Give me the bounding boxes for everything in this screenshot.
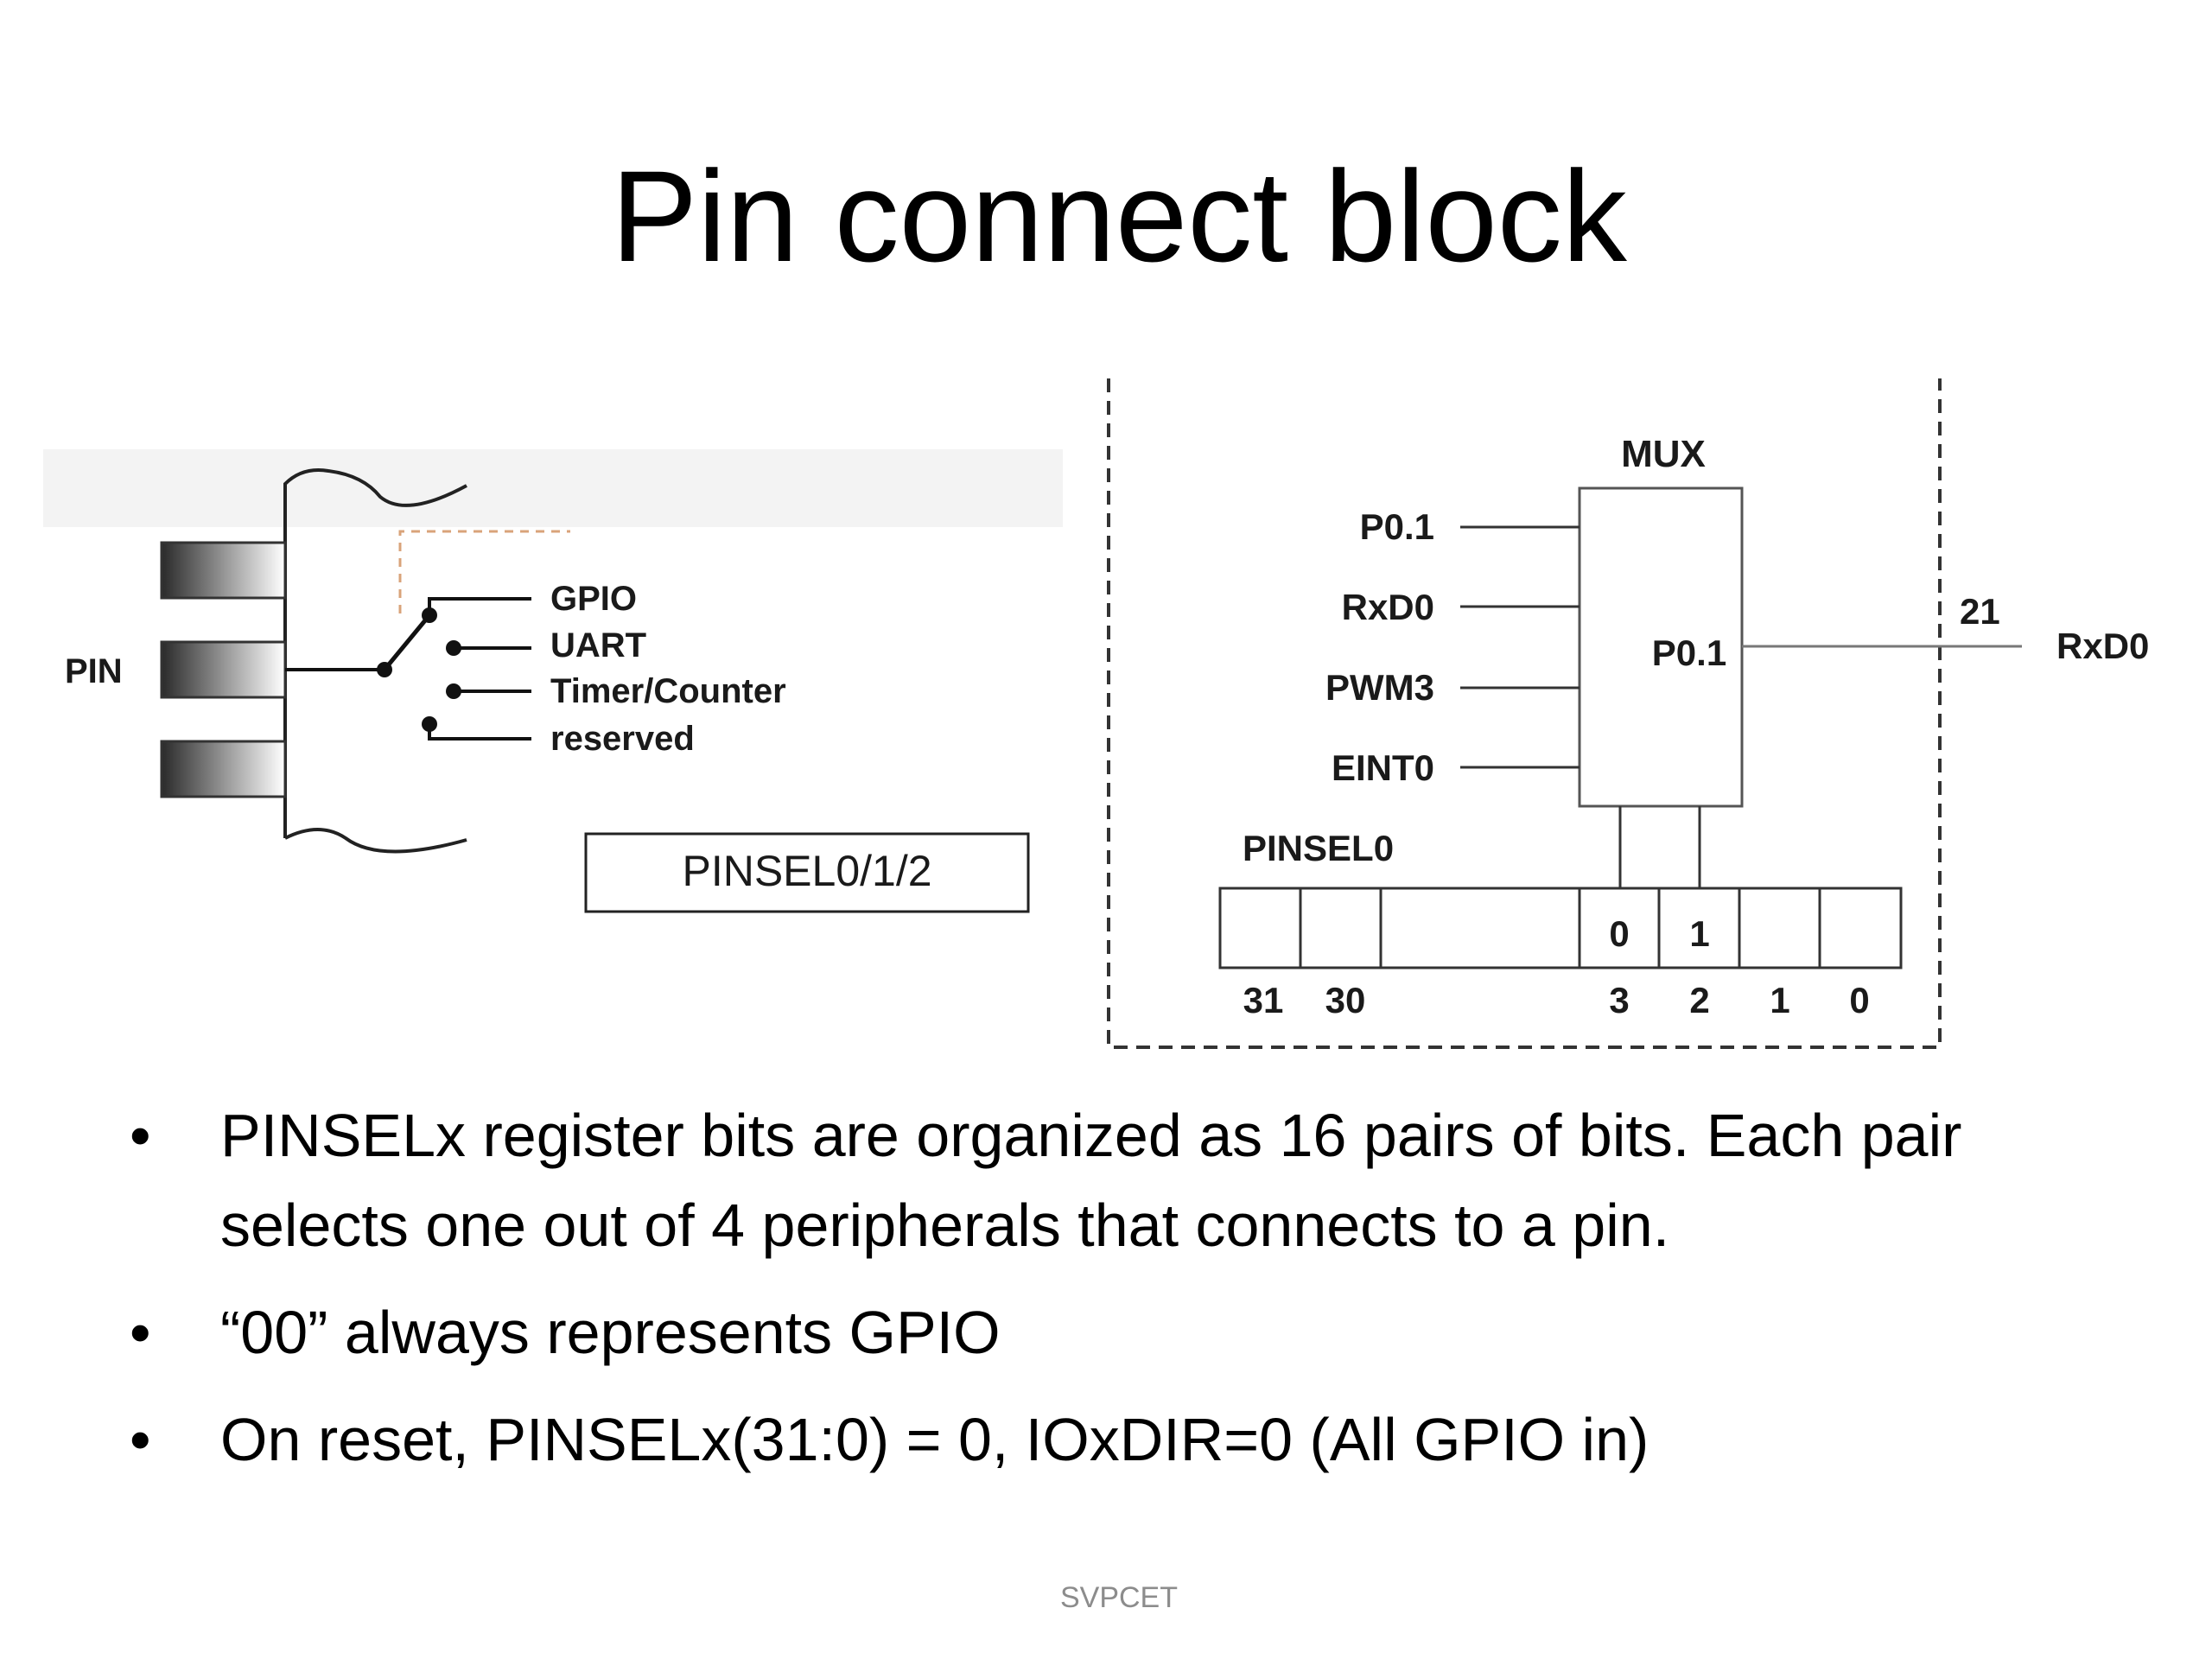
switch-option-uart: UART (550, 626, 646, 664)
right-diagram: MUX P0.1 RxD0 PWM3 EINT0 P0.1 21 RxD0 PI… (1107, 378, 2149, 1049)
register-box (584, 832, 1030, 913)
bullet-text: On reset, PINSELx(31:0) = 0, IOxDIR=0 (A… (220, 1406, 1649, 1473)
pin-bottom (160, 740, 287, 798)
input-eint0: EINT0 (1332, 747, 1434, 788)
input-pwm3: PWM3 (1325, 667, 1434, 708)
left-diagram: PIN GPIO UART Timer/Counter reserved PIN… (43, 449, 1063, 913)
switch-option-timer: Timer/Counter (550, 672, 786, 710)
bit-number-0: 0 (1849, 980, 1869, 1020)
watermark-band (43, 449, 1063, 527)
bullet-dot: • (130, 1299, 151, 1366)
dashed-link (398, 530, 570, 613)
mux-output-label: P0.1 (1652, 632, 1726, 673)
switch-option-reserved: reserved (550, 720, 695, 758)
output-signal: RxD0 (2056, 626, 2149, 666)
register-label: PINSEL0 (1243, 828, 1394, 868)
bit-number-3: 3 (1609, 980, 1629, 1020)
pin-middle (160, 640, 287, 699)
switch-option-gpio: GPIO (550, 580, 637, 618)
mux-label: MUX (1621, 433, 1706, 475)
mux-box (1578, 486, 1744, 808)
bullet-text: “00” always represents GPIO (220, 1299, 1001, 1366)
footer: SVPCET (1059, 1581, 1179, 1614)
pin-label: PIN (65, 652, 123, 690)
output-number: 21 (1960, 591, 2000, 632)
bullet-dot: • (130, 1406, 151, 1473)
bullet-dot: • (130, 1102, 151, 1169)
wire-reserved (428, 724, 531, 741)
bullet-item: • On reset, PINSELx(31:0) = 0, IOxDIR=0 … (130, 1395, 2117, 1484)
bullet-item: • “00” always represents GPIO (130, 1287, 2117, 1377)
bit-number-30: 30 (1325, 980, 1366, 1020)
register-box-label: PINSEL0/1/2 (682, 847, 931, 895)
bit-number-1: 1 (1770, 980, 1789, 1020)
wire-gpio (428, 597, 531, 615)
bullet-item: • PINSELx register bits are organized as… (130, 1090, 2117, 1270)
register-row (1218, 887, 1903, 969)
bit-number-31: 31 (1243, 980, 1284, 1020)
dashed-boundary (1107, 378, 1942, 1049)
bit-number-2: 2 (1689, 980, 1709, 1020)
switch-arm (383, 613, 431, 671)
bullet-text: PINSELx register bits are organized as 1… (220, 1102, 1962, 1259)
cell-value-0: 0 (1609, 913, 1629, 954)
input-p01: P0.1 (1360, 506, 1434, 547)
slide-title: Pin connect block (611, 143, 1627, 289)
input-rxd0: RxD0 (1342, 587, 1434, 627)
bullet-list: • PINSELx register bits are organized as… (130, 1090, 2117, 1502)
chip-outline (283, 468, 467, 838)
cell-value-1: 1 (1689, 913, 1709, 954)
pin-top (160, 541, 287, 600)
chip-outline-bottom (284, 828, 467, 854)
